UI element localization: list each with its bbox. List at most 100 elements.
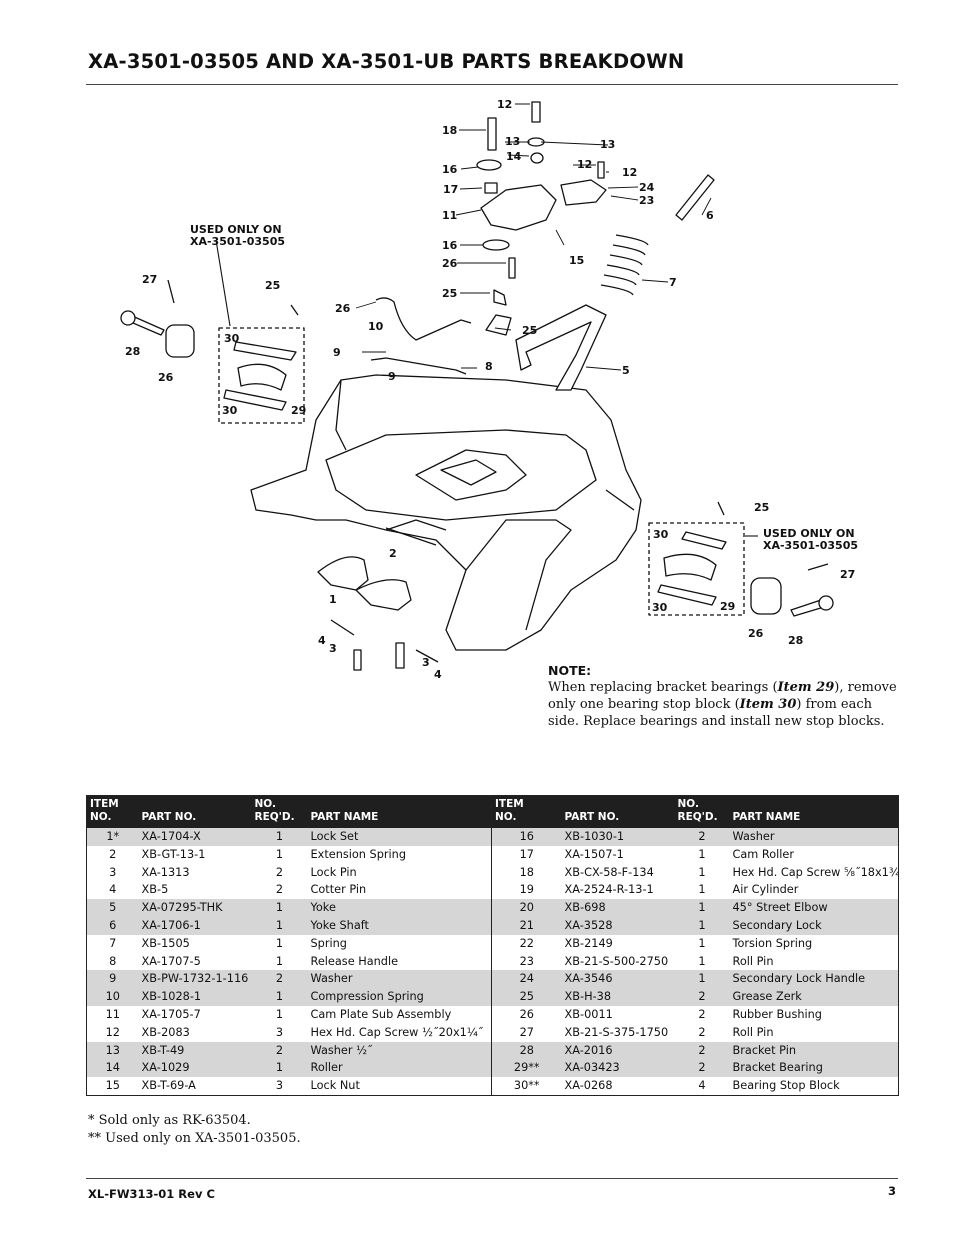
cell-left-name: Lock Set	[307, 828, 492, 846]
cell-left-part: XB-GT-13-1	[141, 847, 206, 861]
cell-left-qty: 1	[275, 936, 284, 950]
cell-left-item: 5	[86, 899, 139, 917]
callout-30c: 30	[653, 528, 669, 541]
cell-left-name: Spring	[310, 936, 347, 950]
doc-id: XL-FW313-01 Rev C	[88, 1187, 215, 1201]
callout-29b: 29	[720, 600, 735, 613]
parts-diagram: 12 18 13 13 14 12 16 12 17 24 23 11 6 16…	[120, 98, 858, 681]
cell-left-item: 7	[109, 936, 117, 950]
cell-left-name: Cam Plate Sub Assembly	[310, 1007, 452, 1021]
cell-right-part: XB-698	[561, 899, 675, 917]
cell-right-name: Roll Pin	[732, 1025, 774, 1039]
cell-left-item: 6	[86, 916, 139, 935]
cell-right-qty: 2	[674, 1041, 730, 1060]
callout-23: 26	[442, 257, 458, 270]
cell-right-item: 16	[491, 828, 562, 846]
cell-right-name: Washer	[729, 828, 899, 846]
cell-right-item: 18	[491, 863, 562, 882]
cell-left-name: Yoke Shaft	[307, 916, 492, 935]
cell-right-name: Secondary Lock Handle	[729, 970, 899, 989]
note-heading: NOTE:	[548, 663, 592, 678]
callout-1: 1	[329, 593, 337, 606]
cell-left-name: Release Handle	[310, 954, 399, 968]
cell-left-name: Yoke	[307, 899, 492, 917]
callout-9: 9	[333, 346, 341, 359]
cell-right-name: Hex Hd. Cap Screw ⅝˝18x1¾˝	[732, 865, 899, 879]
th-part-no: PART NO.	[138, 795, 252, 828]
cell-right-name: Bracket Bearing	[729, 1059, 899, 1078]
callout-21: 25	[522, 324, 537, 337]
callout-28b: 28	[788, 634, 803, 647]
cell-right-qty: 1	[674, 899, 730, 917]
cell-left-qty: 2	[251, 1041, 308, 1060]
cell-left-part: XA-1704-X	[138, 828, 252, 846]
note-item-30: Item 30	[739, 697, 797, 712]
callout-30d: 30	[652, 601, 668, 614]
callout-13b: 13	[600, 138, 615, 151]
callout-15: 15	[569, 254, 584, 267]
cell-left-item: 1*	[86, 828, 139, 846]
cell-left-part: XB-1028-1	[138, 988, 252, 1006]
cell-left-qty: 1	[275, 954, 284, 968]
cell-right-part: XA-1507-1	[564, 847, 624, 861]
cell-left-name: Lock Pin	[310, 865, 357, 879]
used-only-right-line2: XA-3501-03505	[763, 539, 858, 552]
cell-left-item: 11	[105, 1007, 120, 1021]
cell-right-name: Torsion Spring	[732, 936, 813, 950]
cell-right-qty: 1	[698, 936, 706, 950]
cell-right-name: Rubber Bushing	[732, 1007, 822, 1021]
cell-right-item: 28	[491, 1041, 562, 1060]
yoke-shaft	[675, 174, 715, 221]
cell-right-qty: 4	[698, 1079, 706, 1093]
cell-left-item: 8	[109, 954, 117, 968]
th-req: NO.REQ'D.	[251, 795, 308, 828]
cell-right-part: XA-0268	[564, 1079, 613, 1093]
cell-left-qty: 1	[251, 1059, 308, 1078]
cell-right-qty: 1	[674, 970, 730, 989]
callout-22: 25	[442, 287, 457, 300]
cell-left-qty: 3	[275, 1079, 284, 1093]
cell-right-item: 26	[491, 1005, 562, 1024]
cell-left-item: 9	[86, 970, 139, 989]
cell-left-qty: 1	[275, 847, 284, 861]
cell-right-qty: 1	[674, 916, 730, 935]
cell-left-item: 14	[86, 1059, 139, 1078]
cell-left-name: Hex Hd. Cap Screw ½˝20x1¼˝	[310, 1025, 484, 1039]
cell-right-qty: 1	[698, 865, 706, 879]
callout-28: 28	[125, 345, 140, 358]
cell-left-qty: 1	[275, 1007, 284, 1021]
cell-left-part: XA-1706-1	[138, 916, 252, 935]
callout-6: 6	[706, 209, 714, 222]
used-only-left-line1: USED ONLY ON	[190, 223, 282, 236]
cell-right-item: 22	[491, 934, 562, 953]
cell-left-qty: 2	[251, 970, 308, 989]
cell-left-name: Cotter Pin	[310, 883, 367, 897]
yoke	[515, 304, 607, 391]
callout-4b: 4	[434, 668, 442, 681]
cell-left-name: Washer	[307, 970, 492, 989]
cell-left-name: Compression Spring	[307, 988, 492, 1006]
th-part-name-2: PART NAME	[729, 795, 899, 828]
cell-right-item: 29**	[491, 1059, 562, 1078]
cam-plate	[480, 184, 557, 231]
cell-left-name: Extension Spring	[310, 847, 407, 861]
callout-13: 13	[505, 135, 520, 148]
callout-11: 11	[442, 209, 457, 222]
callout-26a: 26	[158, 371, 174, 384]
callout-18: 18	[442, 124, 457, 137]
callout-30: 30	[224, 332, 240, 345]
callout-16: 16	[442, 163, 458, 176]
callout-17: 17	[443, 183, 458, 196]
footnotes: * Sold only as RK-63504. ** Used only on…	[88, 1112, 301, 1148]
